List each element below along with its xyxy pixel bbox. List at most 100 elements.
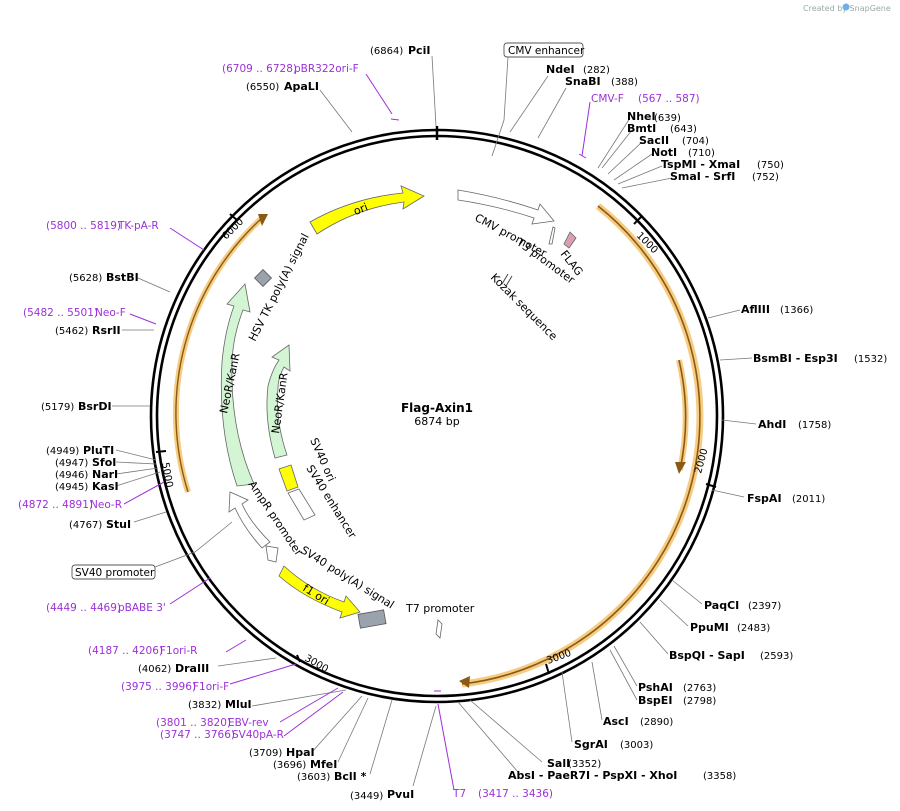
site-pos: (3696) xyxy=(273,760,306,771)
site-pos: (3709) xyxy=(249,748,282,759)
ori-arrow xyxy=(309,185,425,235)
neokanr-outer-arrow xyxy=(220,283,255,487)
site-name: PpuMI xyxy=(690,621,729,634)
site-pos: (2397) xyxy=(748,601,781,612)
site-name: SgrAI xyxy=(574,738,608,751)
primer-pos: (5800 .. 5819) xyxy=(46,220,121,232)
hsv-tk-box xyxy=(253,268,273,288)
site-pos: (3449) xyxy=(350,791,383,802)
sv40-enhancer-box xyxy=(287,488,316,521)
site-name: AflIII xyxy=(741,303,770,316)
primer-name: F1ori-R xyxy=(160,645,197,657)
site-labels: (6864) PciI (6550) ApaLI NdeI (282) SnaB… xyxy=(41,44,887,802)
site-pos: (4062) xyxy=(138,664,171,675)
primer-name: SV40pA-R xyxy=(232,729,284,741)
site-name: RsrII xyxy=(92,324,121,337)
site-pos: (704) xyxy=(682,136,709,147)
t7-promoter-arrow xyxy=(435,619,443,639)
primer-name: CMV-F xyxy=(591,93,624,105)
site-name: BsmBI - Esp3I xyxy=(753,352,838,365)
site-pos: (750) xyxy=(757,160,784,171)
site-pos: (6550) xyxy=(246,82,279,93)
cmv-enhancer-label: CMV enhancer xyxy=(508,45,585,57)
site-name: AhdI xyxy=(758,418,786,431)
primer-pos: (6709 .. 6728) xyxy=(222,63,297,75)
primer-name: T7 xyxy=(452,788,466,800)
site-pos: (1532) xyxy=(854,354,887,365)
tick-3000b xyxy=(296,654,301,663)
site-name: AbsI - PaeR7I - PspXI - XhoI xyxy=(508,769,677,782)
sv40-polya-box xyxy=(357,609,387,629)
cds-arrowhead xyxy=(459,676,470,688)
flag-box xyxy=(563,231,577,249)
site-name: BstBI xyxy=(106,271,139,284)
cds2-arrowhead xyxy=(675,462,686,474)
site-name: AscI xyxy=(603,715,629,728)
site-pos: (752) xyxy=(752,172,779,183)
hsv-tk-label: HSV TK poly(A) signal xyxy=(246,231,312,343)
site-name: KasI xyxy=(92,480,119,493)
site-pos: (2890) xyxy=(640,717,673,728)
site-pos: (1366) xyxy=(780,305,813,316)
neokanr-inner-arrow xyxy=(266,344,291,459)
primer-pos: (3801 .. 3820) xyxy=(156,717,231,729)
site-name: BclI * xyxy=(334,770,367,783)
site-name: BsrDI xyxy=(78,400,112,413)
site-pos: (6864) xyxy=(370,46,403,57)
plasmid-name: Flag-Axin1 xyxy=(401,401,473,415)
site-name: NarI xyxy=(92,468,118,481)
site-name: SacII xyxy=(639,134,669,147)
t3-promoter-arrow xyxy=(548,226,556,245)
site-name: HpaI xyxy=(286,746,315,759)
site-name: PaqCI xyxy=(704,599,739,612)
cmv-enhancer-box xyxy=(503,42,584,58)
f1-ori-label: f1 ori xyxy=(300,582,331,608)
site-pos: (3358) xyxy=(703,771,736,782)
sv40-promoter-box xyxy=(71,564,156,580)
cmv-promoter-arrow xyxy=(457,189,555,225)
site-pos: (639) xyxy=(654,113,681,124)
site-pos: (2593) xyxy=(760,651,793,662)
site-pos: (388) xyxy=(611,77,638,88)
site-pos: (282) xyxy=(583,65,610,76)
cds-arc xyxy=(461,205,701,685)
site-name: PvuI xyxy=(387,788,414,801)
primer-pos: (5482 .. 5501) xyxy=(23,307,98,319)
site-name: PciI xyxy=(408,44,430,57)
site-name: SalI xyxy=(547,757,570,770)
primer-name: TK-pA-R xyxy=(117,220,159,232)
primer-name: Neo-R xyxy=(90,499,122,511)
sv40-ori-box xyxy=(278,464,299,492)
primer-leaders xyxy=(123,73,591,791)
site-name: BspQI - SapI xyxy=(669,649,745,662)
site-name: ApaLI xyxy=(284,80,319,93)
site-name: NheI xyxy=(627,110,656,123)
site-name: MfeI xyxy=(310,758,337,771)
plasmid-size: 6874 bp xyxy=(414,415,459,428)
site-pos: (643) xyxy=(670,124,697,135)
site-pos: (5628) xyxy=(69,273,102,284)
site-name: NotI xyxy=(651,146,677,159)
left-arc-highlight xyxy=(172,215,265,493)
site-pos: (4945) xyxy=(55,482,88,493)
primer-name: EBV-rev xyxy=(228,717,269,729)
site-pos: (1758) xyxy=(798,420,831,431)
primer-pos: (3417 .. 3436) xyxy=(478,788,553,800)
kozak-mark-2 xyxy=(501,273,509,285)
site-name: BspEI xyxy=(638,694,672,707)
primer-name: Neo-F xyxy=(95,307,126,319)
cds2-arc xyxy=(678,359,687,471)
primer-pos: (567 .. 587) xyxy=(638,93,700,105)
site-name: DraIII xyxy=(175,662,209,675)
primer-name: pBABE 3' xyxy=(118,602,166,614)
site-name: SmaI - SrfI xyxy=(670,170,735,183)
primer-name: F1ori-F xyxy=(193,681,229,693)
tick-5000-label: 5000 xyxy=(159,462,174,489)
site-pos: (4946) xyxy=(55,470,88,481)
primer-pos: (3975 .. 3996) xyxy=(121,681,196,693)
site-pos: (3832) xyxy=(188,700,221,711)
site-pos: (5179) xyxy=(41,402,74,413)
left-arc-arrowhead xyxy=(258,214,268,226)
ori-label: ori xyxy=(352,201,370,218)
